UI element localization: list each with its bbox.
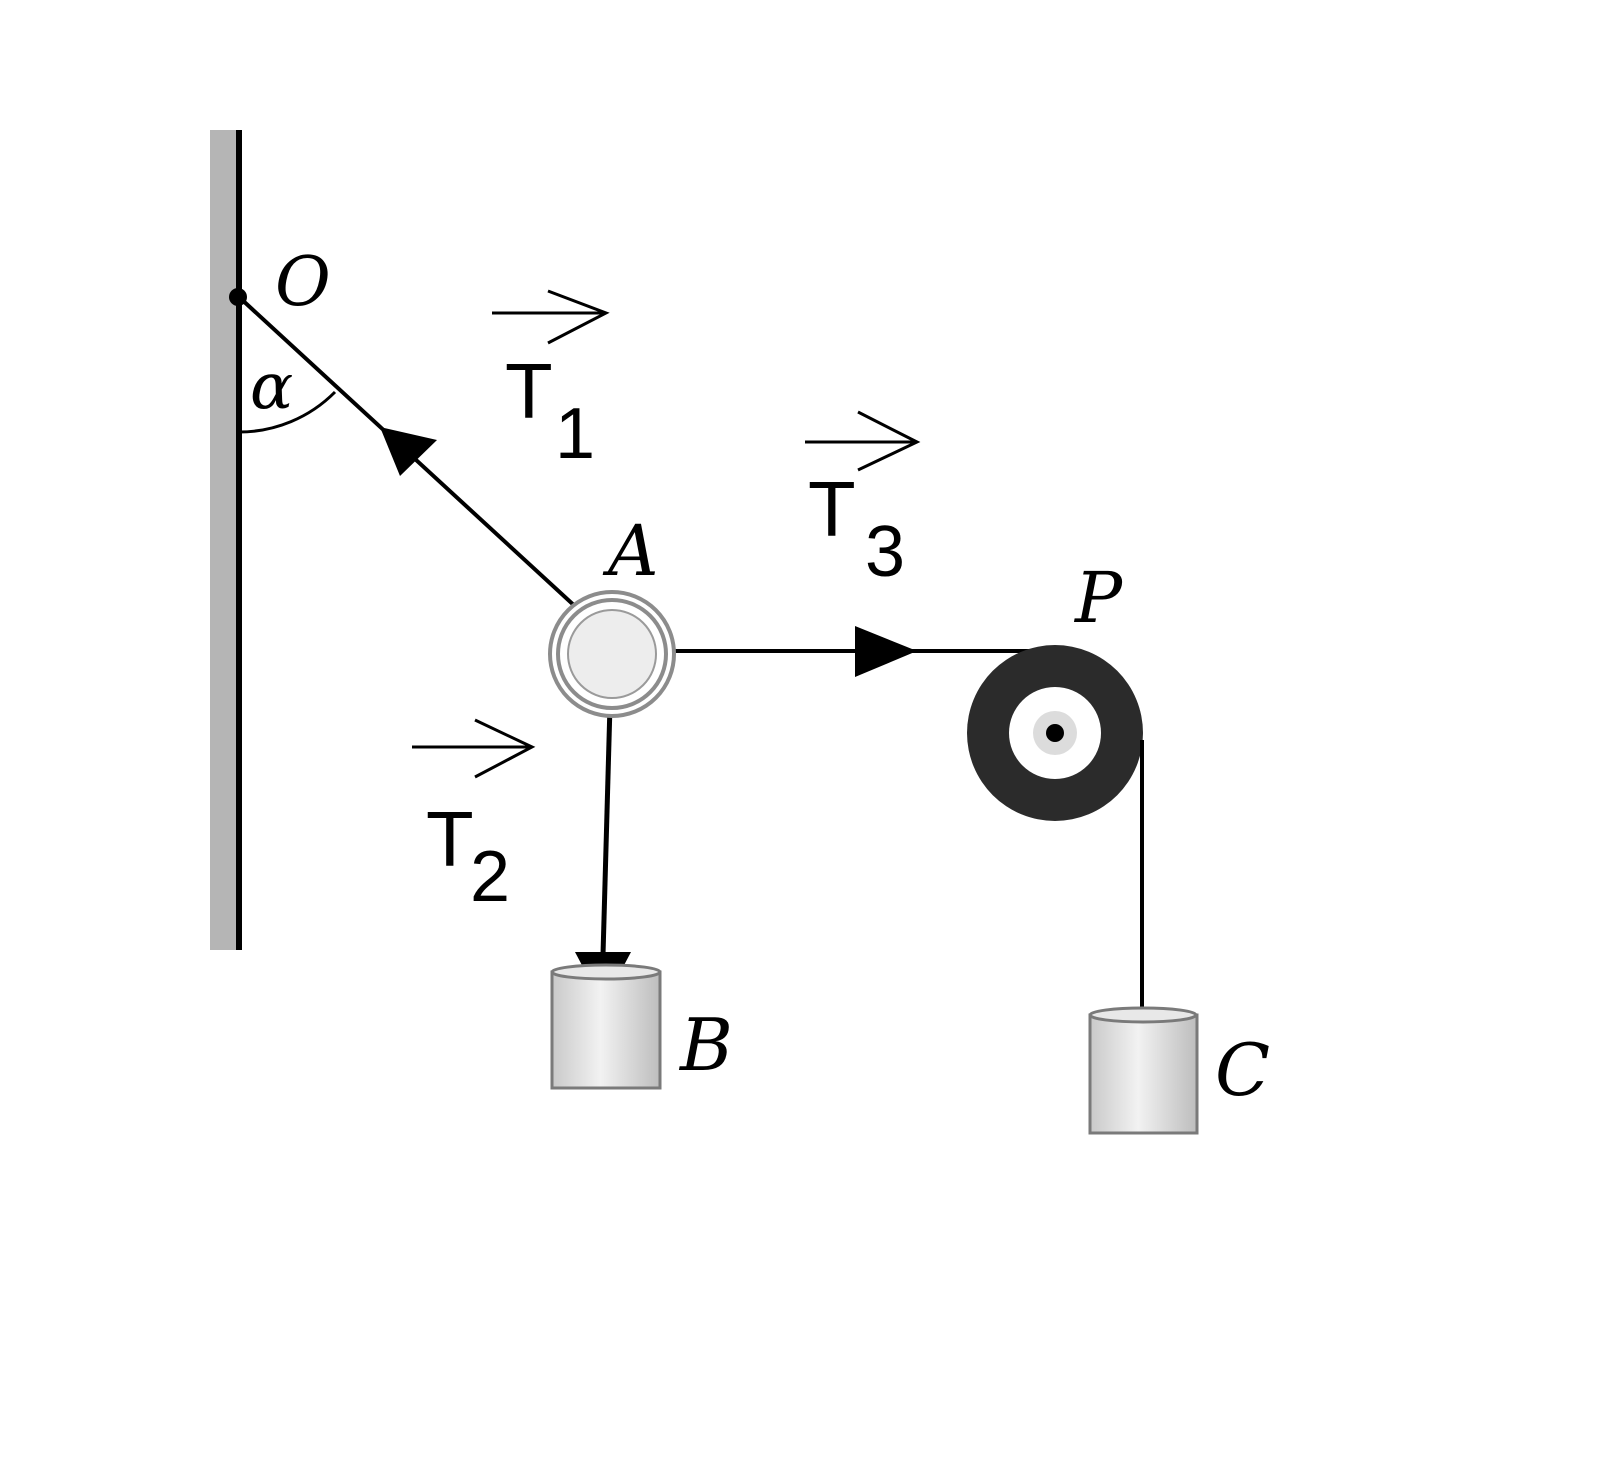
angle-alpha-arc <box>238 390 337 434</box>
label-B: B <box>678 1003 733 1087</box>
wall <box>210 130 242 950</box>
mass-B <box>550 963 662 1090</box>
label-C: C <box>1215 1028 1270 1112</box>
label-T3-subscript: 3 <box>865 512 905 592</box>
ring-A <box>548 590 676 718</box>
label-A: A <box>602 510 659 592</box>
wall-shading <box>210 130 236 950</box>
label-P: P <box>1073 557 1124 639</box>
pulley-P <box>967 645 1143 821</box>
label-alpha: α <box>250 350 293 424</box>
vector-arrow-T2 <box>412 718 536 779</box>
vector-arrow-T3 <box>805 410 921 472</box>
label-T1: T <box>505 347 553 435</box>
vector-arrow-T1 <box>492 289 610 345</box>
label-T2-subscript: 2 <box>470 837 510 917</box>
arrowhead-T1 <box>380 427 437 476</box>
point-O-dot <box>229 288 247 306</box>
label-T3: T <box>808 465 856 553</box>
mass-C <box>1088 1006 1199 1135</box>
label-O: O <box>275 243 331 322</box>
label-T1-subscript: 1 <box>555 394 595 474</box>
rope-AB <box>600 704 613 956</box>
label-T2: T <box>426 795 474 883</box>
arrowhead-T3 <box>855 626 917 677</box>
